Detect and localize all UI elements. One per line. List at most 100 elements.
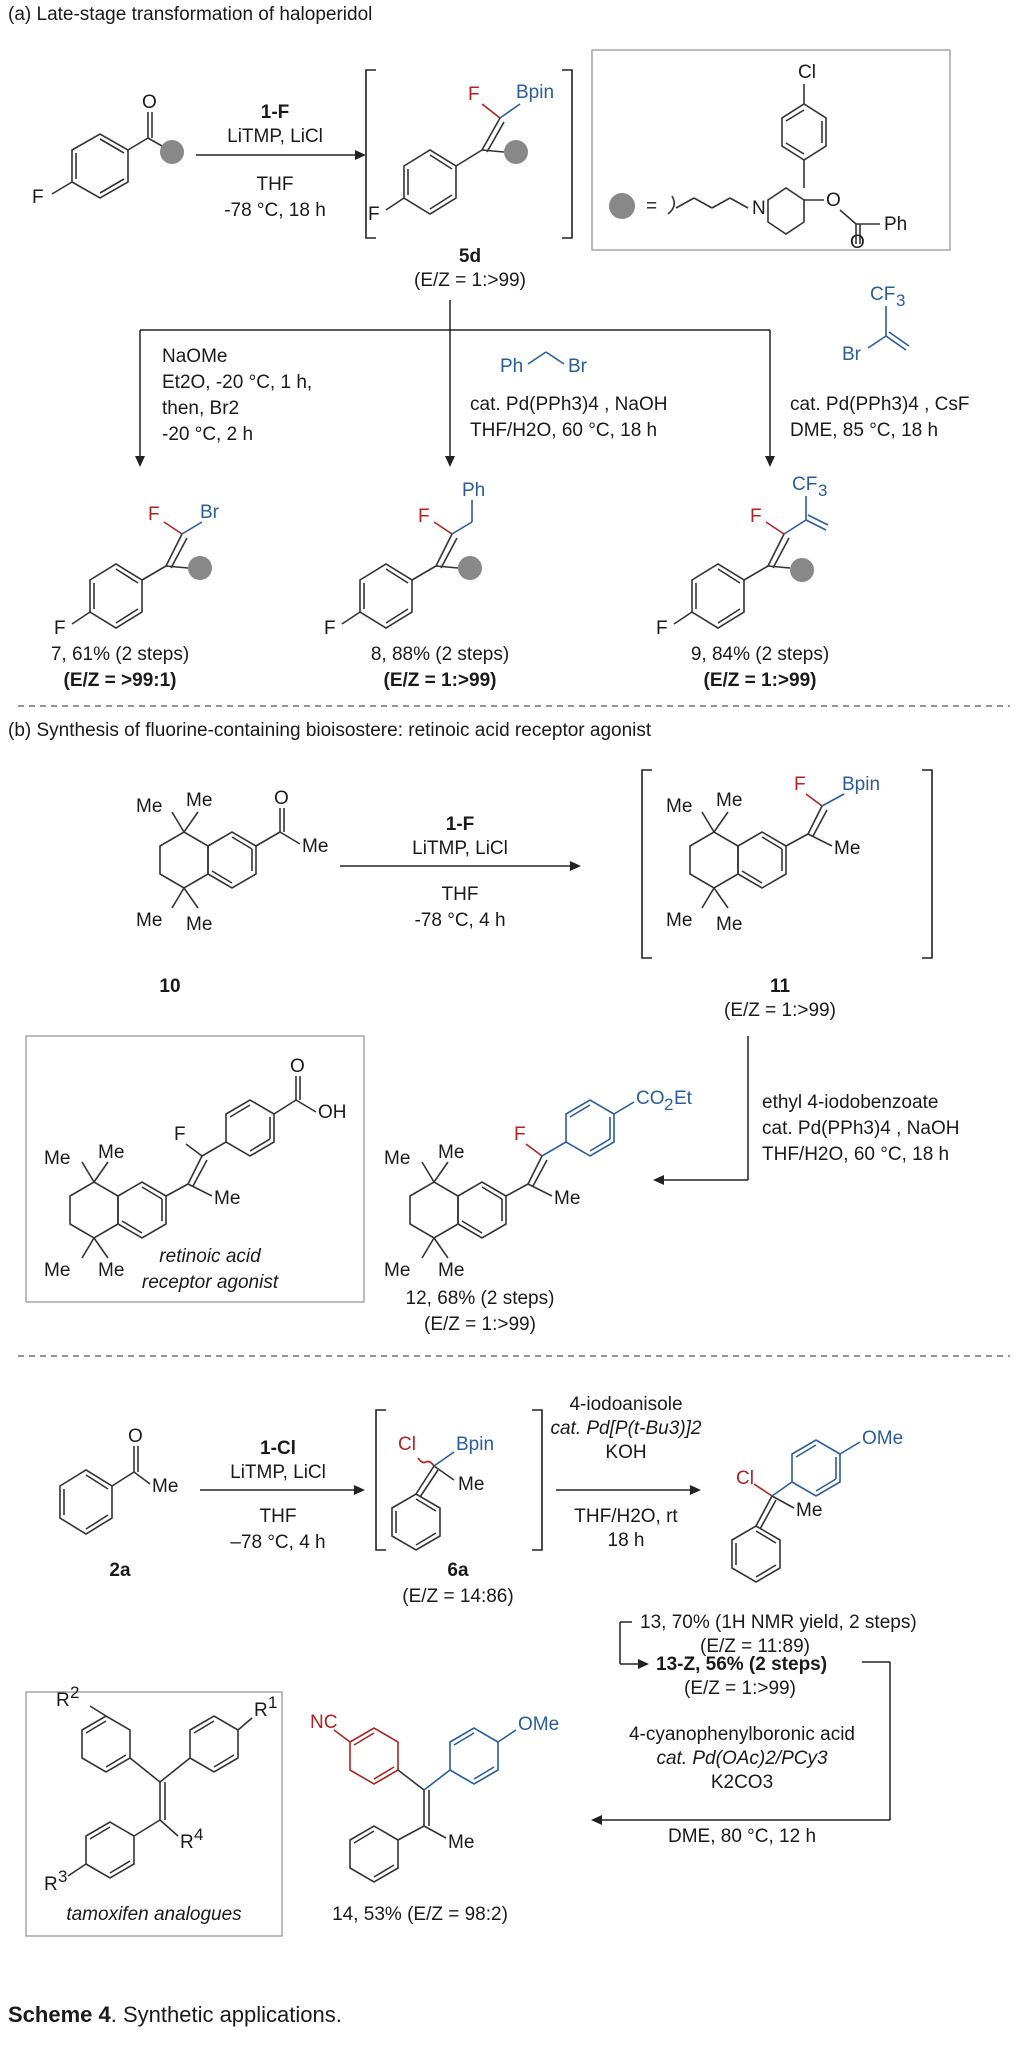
svg-text:O: O xyxy=(274,788,289,809)
svg-text:4: 4 xyxy=(194,1825,203,1844)
cf3-vinyl-bromide-reagent: CF 3 Br xyxy=(842,284,910,365)
base-b: LiTMP, LiCl xyxy=(412,838,508,859)
svg-text:Ph: Ph xyxy=(462,480,485,501)
conditions-c: –78 °C, 4 h xyxy=(230,1532,325,1553)
coupling2-line3: K2CO3 xyxy=(711,1772,773,1793)
svg-text:Me: Me xyxy=(214,1188,240,1209)
compound-label-6a: 6a xyxy=(447,1560,469,1581)
solvent-b: THF xyxy=(442,884,479,905)
caption-text: . Synthetic applications. xyxy=(110,2002,342,2027)
svg-text:Me: Me xyxy=(438,1260,464,1281)
svg-text:Me: Me xyxy=(186,914,212,935)
coupling-c-line3: KOH xyxy=(605,1442,646,1463)
section-b-title: (b) Synthesis of fluorine-containing bio… xyxy=(8,720,652,741)
svg-text:F: F xyxy=(468,84,480,105)
svg-text:1: 1 xyxy=(268,1693,277,1712)
svg-text:3: 3 xyxy=(896,291,905,310)
ratio-11: (E/Z = 1:>99) xyxy=(724,1000,836,1021)
product-13-structure: Cl Me OMe xyxy=(731,1428,903,1583)
compound-label-10: 10 xyxy=(159,976,180,997)
svg-text:F: F xyxy=(324,618,336,639)
svg-text:Me: Me xyxy=(834,838,860,859)
cond-7-line2: Et2O, -20 °C, 1 h, xyxy=(162,372,312,393)
bracket-right-11 xyxy=(922,769,933,959)
r-group-ball xyxy=(160,140,184,164)
coupling-c-line2: cat. Pd[P(t-Bu3)]2 xyxy=(550,1418,701,1439)
svg-text:R: R xyxy=(180,1832,194,1853)
product-8-ratio: (E/Z = 1:>99) xyxy=(384,670,497,691)
product-8-structure: F F Ph xyxy=(324,480,485,639)
svg-text:Cl: Cl xyxy=(736,1468,754,1489)
ratio-5d: (E/Z = 1:>99) xyxy=(414,270,526,291)
cond-8-line2: THF/H2O, 60 °C, 18 h xyxy=(470,420,657,441)
haloperidol-legend-box xyxy=(591,49,951,251)
compound-label-5d: 5d xyxy=(459,246,481,267)
product-13-ratio: (E/Z = 11:89) xyxy=(700,1636,810,1657)
svg-text:Ph: Ph xyxy=(500,356,523,377)
svg-text:N: N xyxy=(752,198,766,219)
product-7-structure: F F Br xyxy=(54,502,220,639)
coupling-b-line1: ethyl 4-iodobenzoate xyxy=(762,1092,938,1113)
svg-text:Me: Me xyxy=(98,1142,124,1163)
svg-text:Me: Me xyxy=(716,914,742,935)
compound-label-2a: 2a xyxy=(109,1560,131,1581)
haloperidol-fragment: = N O O Ph Cl xyxy=(609,62,907,253)
target-agonist-box xyxy=(25,1035,365,1303)
base-a: LiTMP, LiCl xyxy=(227,126,323,147)
svg-text:Me: Me xyxy=(666,910,692,931)
ratio-6a: (E/Z = 14:86) xyxy=(402,1586,513,1607)
svg-text:F: F xyxy=(32,187,44,208)
reagent-1cl: 1-Cl xyxy=(260,1438,296,1459)
svg-text:Cl: Cl xyxy=(398,1434,416,1455)
intermediate-11: F Bpin Me Me Me Me Me xyxy=(666,774,880,935)
svg-text:Me: Me xyxy=(98,1260,124,1281)
svg-text:Bpin: Bpin xyxy=(842,774,880,795)
coupling-b-line3: THF/H2O, 60 °C, 18 h xyxy=(762,1144,949,1165)
svg-text:NC: NC xyxy=(310,1712,337,1733)
svg-text:Me: Me xyxy=(44,1260,70,1281)
scheme-caption: Scheme 4. Synthetic applications. xyxy=(8,2002,342,2028)
cond-7-line1: NaOMe xyxy=(162,346,227,367)
tamoxifen-label: tamoxifen analogues xyxy=(66,1904,242,1925)
svg-text:Me: Me xyxy=(152,1476,178,1497)
svg-text:O: O xyxy=(290,1056,305,1077)
conditions-a: -78 °C, 18 h xyxy=(224,200,326,221)
product-12-ratio: (E/Z = 1:>99) xyxy=(424,1314,536,1335)
svg-text:O: O xyxy=(142,92,157,113)
coupling-c-line5: 18 h xyxy=(608,1530,645,1551)
svg-text:Bpin: Bpin xyxy=(456,1434,494,1455)
base-c: LiTMP, LiCl xyxy=(230,1462,326,1483)
product-12-structure: F Me CO 2 Et Me Me Me Me xyxy=(384,1088,693,1281)
svg-text:Me: Me xyxy=(136,796,162,817)
coupling2-line4: DME, 80 °C, 12 h xyxy=(668,1826,816,1847)
svg-text:F: F xyxy=(418,506,430,527)
svg-text:OMe: OMe xyxy=(518,1714,559,1735)
product-7-ratio: (E/Z = >99:1) xyxy=(64,670,177,691)
product-13-label: 13, 70% (1H NMR yield, 2 steps) xyxy=(640,1612,917,1633)
intermediate-5d: F F Bpin xyxy=(368,82,554,225)
cond-8-line1: cat. Pd(PPh3)4 , NaOH xyxy=(470,394,667,415)
cond-9-line2: DME, 85 °C, 18 h xyxy=(790,420,938,441)
svg-text:Br: Br xyxy=(200,502,220,523)
product-12-label: 12, 68% (2 steps) xyxy=(406,1288,555,1309)
intermediate-6a: Cl Bpin Me xyxy=(391,1434,494,1551)
svg-text:O: O xyxy=(128,1426,143,1447)
bracket-right-5d xyxy=(562,69,573,239)
reagent-1f-a: 1-F xyxy=(261,102,290,123)
coupling2-line2: cat. Pd(OAc)2/PCy3 xyxy=(656,1748,827,1769)
svg-text:2: 2 xyxy=(664,1095,673,1114)
bracket-right-6a xyxy=(532,1409,543,1551)
bracket-left-5d xyxy=(365,69,376,239)
svg-text:F: F xyxy=(368,204,380,225)
solvent-c: THF xyxy=(260,1506,297,1527)
product-9-structure: F F CF 3 xyxy=(656,474,829,639)
product-8-label: 8, 88% (2 steps) xyxy=(371,644,509,665)
product-13z-ratio: (E/Z = 1:>99) xyxy=(684,1678,796,1699)
svg-text:Cl: Cl xyxy=(798,62,816,83)
cond-9-line1: cat. Pd(PPh3)4 , CsF xyxy=(790,394,970,415)
svg-text:Me: Me xyxy=(44,1148,70,1169)
start-ketone-a: F O xyxy=(32,92,184,208)
compound-label-11: 11 xyxy=(770,976,791,997)
reagent-1f-b: 1-F xyxy=(446,814,475,835)
